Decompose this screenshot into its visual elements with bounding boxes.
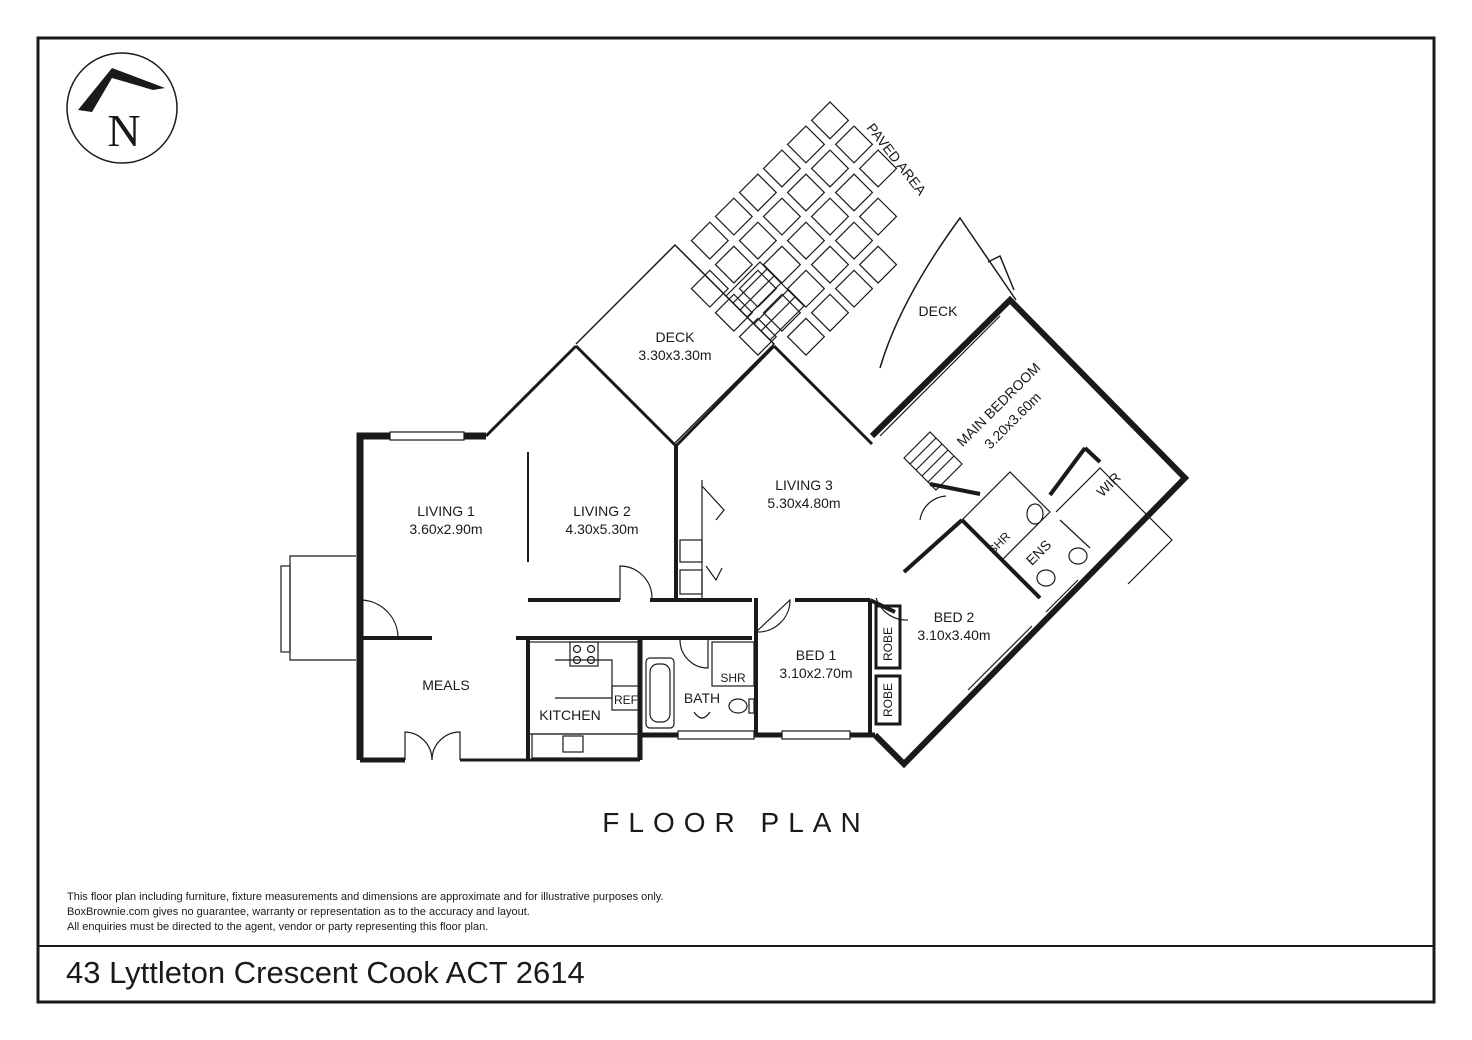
rear-deck-outline [879,216,1017,369]
compass-letter: N [107,105,140,156]
disclaimer-line-2: BoxBrownie.com gives no guarantee, warra… [67,906,530,918]
compass-roof-icon [78,68,165,112]
main-deck [575,243,776,444]
room-robe2-name: ROBE [881,683,895,717]
room-bath-name: BATH [684,690,720,706]
disclaimer: This floor plan including furniture, fix… [67,891,664,933]
doors [359,495,947,761]
room-bed2-name: BED 2 [934,609,975,625]
disclaimer-line-1: This floor plan including furniture, fix… [67,891,664,903]
room-labels: LIVING 1 3.60x2.90m LIVING 2 4.30x5.30m … [409,120,1123,723]
room-robe1-name: ROBE [881,627,895,661]
north-compass: N [66,52,178,164]
cooktop-icon [569,641,599,667]
ens-basin-icon [1068,547,1088,565]
room-living1-name: LIVING 1 [417,503,475,519]
internal-stairs [903,431,963,491]
room-living3-name: LIVING 3 [775,477,833,493]
bath-shower-icon [711,641,755,687]
ens-toilet-icon [1026,503,1044,525]
sheet-border [36,36,1436,1004]
compass-circle-icon [66,52,178,164]
room-wir-name: WIR [1093,469,1124,500]
room-paved-name: PAVED AREA [864,120,930,199]
room-ref-name: REF [614,693,638,707]
room-living2-size: 4.30x5.30m [565,521,638,537]
laundry-fixtures [679,480,725,598]
washer-icon [679,569,703,595]
deck-stairs [725,261,805,341]
paved-area-tiles [690,101,898,356]
room-bed1-size: 3.10x2.70m [779,665,852,681]
room-deck-main-name: DECK [656,329,696,345]
bath-toilet-icon [728,698,748,714]
plan-title: FLOOR PLAN [602,807,869,838]
ens-toilet-2-icon [1036,569,1056,587]
room-bed2-size: 3.10x3.40m [917,627,990,643]
room-living1-size: 3.60x2.90m [409,521,482,537]
room-living2-name: LIVING 2 [573,503,631,519]
room-kitchen-name: KITCHEN [539,707,600,723]
robes [874,604,902,726]
laundry-sink-icon [679,539,703,563]
room-ens-name: ENS [1023,537,1055,569]
room-meals-name: MEALS [422,677,469,693]
bedroom-windows [879,309,1171,691]
kitchen-fixtures [527,641,641,759]
room-living3-size: 5.30x4.80m [767,495,840,511]
bath-basin-icon [693,711,711,719]
exterior-walls [356,295,1190,769]
room-deck-rear-name: DECK [919,303,959,319]
bath-fixtures [645,641,755,729]
disclaimer-line-3: All enquiries must be directed to the ag… [67,921,488,933]
property-address: 43 Lyttleton Crescent Cook ACT 2614 [66,955,585,990]
bay-window [280,555,356,661]
ens-shower-icon [961,471,1051,561]
ensuite-fixtures [961,467,1173,587]
fridge-icon [611,685,641,711]
room-shr-bath-name: SHR [720,671,746,685]
kitchen-sink-icon [562,735,584,753]
room-bed1-name: BED 1 [796,647,837,663]
bathtub-icon [645,657,675,729]
room-deck-main-size: 3.30x3.30m [638,347,711,363]
